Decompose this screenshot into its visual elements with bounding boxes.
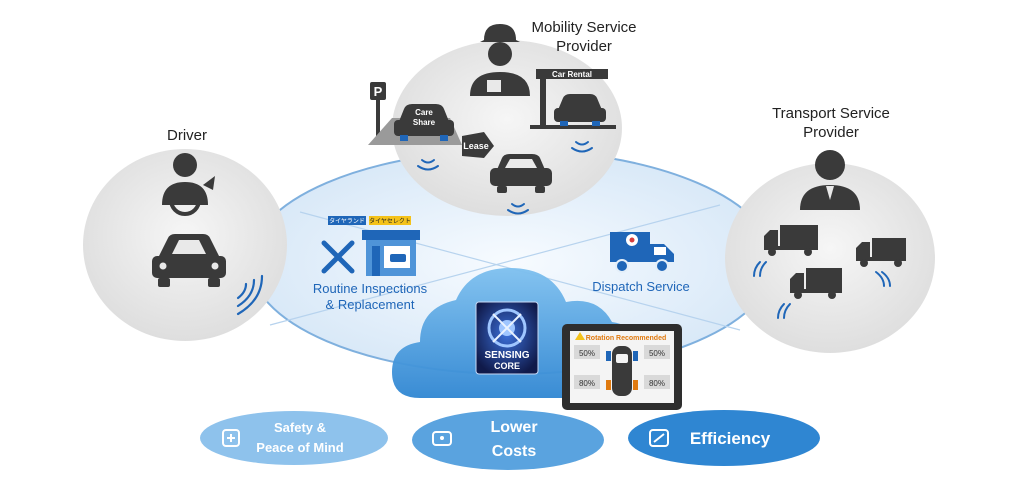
costs-label-line1: Lower [490,419,537,436]
gauge-icon [649,429,669,447]
transport-person-icon [800,150,860,210]
sensing-core-line2: CORE [494,361,520,371]
car-rental-label: Car Rental [552,70,592,79]
dispatch-truck-icon [610,232,674,273]
benefit-efficiency: Efficiency [628,410,820,466]
truck-icon-2 [856,238,906,267]
driver-wireless-icon [236,274,264,316]
driver-label: Driver [167,127,207,144]
staff-person-icon [470,24,530,96]
tire-rear-right-value: 80% [649,379,665,388]
car-rental-wireless-icon [571,141,593,153]
transport-label-line1: Transport Service [772,105,890,122]
lease-wireless-icon [507,203,529,215]
lease-tag-icon: Lease [462,132,494,158]
care-share-car-icon: Care Share [394,104,454,141]
driver-car-icon [152,234,226,287]
shop-sign-1: タイヤランド [329,217,365,225]
tablet-alert-text: Rotation Recommended [586,335,667,342]
benefit-safety: Safety & Peace of Mind [200,411,388,465]
efficiency-label: Efficiency [690,429,771,448]
warning-icon [575,332,585,340]
dispatch-label: Dispatch Service [592,279,690,294]
medical-cross-icon [222,429,240,447]
routine-label-line2: & Replacement [326,297,415,312]
mobility-node [392,40,622,216]
care-share-wireless-icon [417,159,439,171]
benefit-costs: Lower Costs [412,410,604,470]
lease-label: Lease [463,141,489,151]
sensing-core-line1: SENSING [484,350,529,361]
car-rental-icon: Car Rental [530,69,616,129]
tire-front-right-value: 50% [649,349,665,358]
mobility-label-line1: Mobility Service [531,19,636,36]
mobility-label-line2: Provider [556,38,612,55]
safety-label-line2: Peace of Mind [256,440,343,455]
transport-label-line2: Provider [803,124,859,141]
sensing-core-logo: SENSING CORE [475,301,539,375]
parking-sign-text: P [374,84,383,99]
care-share-label-line1: Care [415,108,433,117]
parking-sign-icon: P [370,82,386,138]
tablet-device: Rotation Recommended 50% 50% 80% 80% [562,324,682,410]
truck-icon-3 [790,268,842,299]
tire-shop-icon: タイヤランド タイヤセレクト [328,216,420,276]
tools-icon [321,240,355,274]
lease-car-icon [490,154,552,193]
tire-rear-left-value: 80% [579,379,595,388]
shop-sign-2: タイヤセレクト [369,217,411,225]
tire-front-left-value: 50% [579,349,595,358]
costs-label-line2: Costs [492,443,537,460]
transport-node [725,163,935,353]
routine-label-line1: Routine Inspections [313,281,428,296]
wallet-icon [432,431,452,446]
safety-label-line1: Safety & [274,420,326,435]
top-view-car-icon [606,346,638,396]
truck-icon-1 [764,225,818,256]
ring-divider-right [269,204,721,326]
care-share-label-line2: Share [413,118,436,127]
truck-wireless-icons [753,261,891,319]
driver-person-icon [162,153,215,216]
